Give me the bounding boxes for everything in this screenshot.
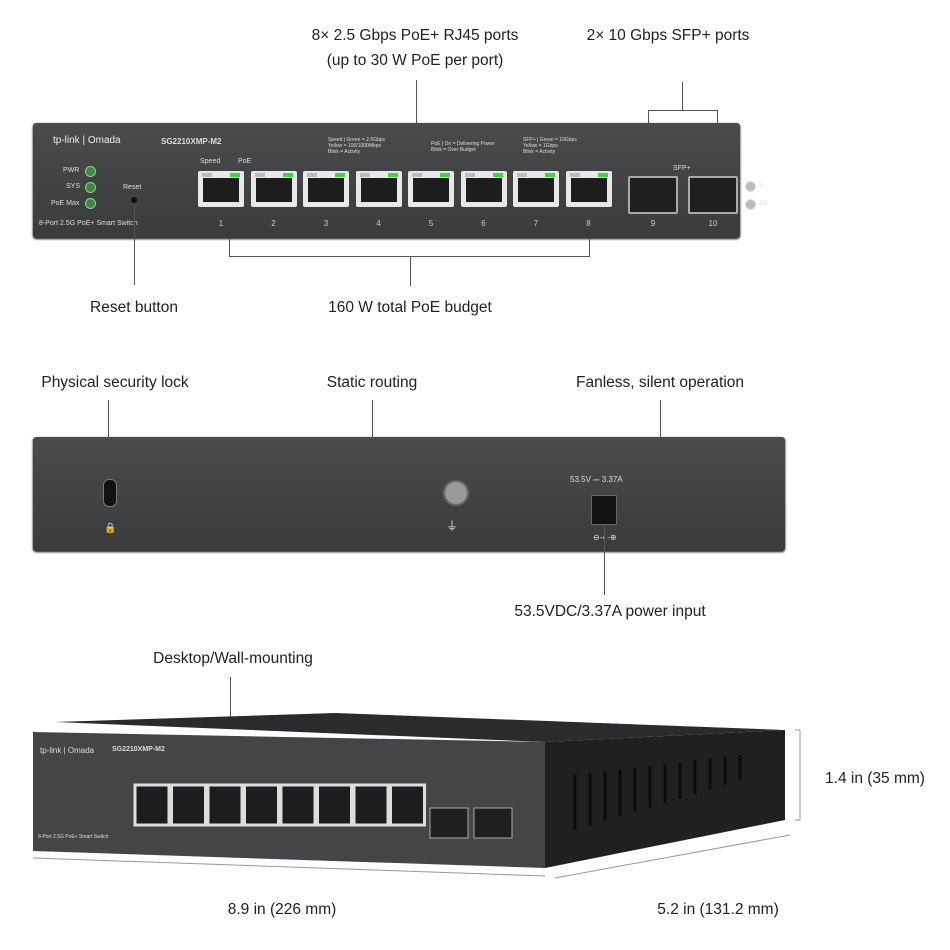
port-number: 4 — [376, 219, 381, 228]
speed-label: Speed — [200, 158, 221, 165]
width-dimension — [32, 857, 546, 877]
callout-width: 8.9 in (226 mm) — [227, 901, 337, 918]
rj45-port-1 — [133, 783, 171, 827]
port-number: 10 — [708, 219, 718, 228]
leader-line — [589, 238, 590, 256]
led-label: PWR — [63, 167, 80, 174]
rj45-port-2[interactable] — [250, 171, 297, 207]
callout-rj45-sub: (up to 30 W PoE per port) — [326, 52, 504, 69]
rj45-port-8[interactable] — [565, 171, 612, 207]
led-label: 10 — [759, 200, 767, 207]
leader-line — [416, 80, 417, 140]
depth-dimension — [554, 834, 791, 879]
led-label: SYS — [66, 183, 81, 190]
product-description: 8-Port 2.5G PoE+ Smart Switch — [38, 834, 109, 840]
leader-line — [108, 400, 109, 470]
rj45-port-6[interactable] — [460, 171, 507, 207]
sfp-port-10[interactable] — [688, 176, 738, 214]
leader-line — [230, 677, 231, 722]
leader-line — [229, 256, 590, 257]
reset-button[interactable] — [131, 197, 137, 203]
rj45-port-7 — [352, 783, 390, 827]
rj45-port-2 — [170, 783, 207, 827]
port-number: 2 — [271, 219, 276, 228]
pwr-led — [85, 166, 96, 177]
lock-icon: 🔒 — [104, 523, 117, 534]
ground-icon: ⏚ — [446, 519, 459, 533]
rj45-port-4[interactable] — [355, 171, 402, 207]
sfp-label: SFP+ — [673, 165, 691, 172]
callout-fanless: Fanless, silent operation — [575, 374, 745, 391]
front-panel: tp-link | Omada SG2210XMP-M2 PWR SYS PoE… — [33, 123, 767, 238]
callout-rj45: 8× 2.5 Gbps PoE+ RJ45 ports — [311, 27, 519, 44]
rj45-port-7[interactable] — [513, 171, 559, 207]
sfp-led-9 — [745, 181, 756, 192]
led-label: PoE Max — [51, 200, 80, 207]
rj45-port-8 — [389, 783, 426, 827]
rj45-port-4 — [243, 783, 280, 827]
callout-routing: Static routing — [326, 374, 418, 391]
port-number: 1 — [218, 219, 224, 228]
callout-power: 53.5VDC/3.37A power input — [514, 603, 706, 620]
rear-panel: 🔒 ⏚ 53.5V ⎓ 3.37A ⊖-◐-⊕ — [33, 437, 785, 551]
sys-led — [85, 182, 96, 193]
leader-line — [660, 400, 661, 438]
reset-label: Reset — [123, 184, 142, 191]
callout-mount: Desktop/Wall-mounting — [153, 650, 313, 667]
brand-logo: tp-link | Omada — [53, 135, 121, 146]
security-lock-slot[interactable] — [103, 479, 117, 507]
port-number: 3 — [323, 219, 329, 228]
port-number: 5 — [428, 219, 434, 228]
rj45-port-1[interactable] — [198, 171, 244, 207]
poe-max-led — [85, 198, 96, 209]
sfp-led-10 — [745, 199, 756, 210]
port-number: 9 — [650, 219, 656, 228]
leader-line — [229, 238, 230, 256]
sfp-port-10 — [473, 807, 513, 839]
leader-line — [682, 82, 683, 110]
power-rating: 53.5V ⎓ 3.37A — [570, 475, 623, 484]
leader-line — [134, 205, 135, 285]
model-name: SG2210XMP-M2 — [112, 746, 165, 753]
rj45-port-5 — [279, 783, 317, 827]
power-jack[interactable] — [591, 495, 617, 525]
device-top — [55, 713, 785, 742]
product-description: 8-Port 2.5G PoE+ Smart Switch — [39, 220, 138, 227]
leader-line — [604, 525, 605, 595]
poe-label: PoE — [238, 158, 252, 165]
callout-depth: 5.2 in (131.2 mm) — [657, 901, 779, 918]
callout-height: 1.4 in (35 mm) — [825, 770, 925, 787]
leader-line — [410, 256, 411, 286]
side-vents — [573, 755, 742, 830]
callout-sfp: 2× 10 Gbps SFP+ ports — [586, 27, 750, 44]
port-number: 6 — [481, 219, 486, 228]
perspective-ports — [133, 783, 426, 827]
port-number: 8 — [586, 219, 591, 228]
rj45-port-6 — [316, 783, 353, 827]
led-label: 9 — [759, 182, 763, 189]
sfp-port-9[interactable] — [628, 176, 678, 214]
leader-line — [648, 110, 718, 111]
port-number: 7 — [533, 219, 539, 228]
sfp-port-9 — [429, 807, 469, 839]
callout-lock: Physical security lock — [41, 374, 189, 391]
rj45-port-3 — [206, 783, 244, 827]
ground-screw — [443, 480, 469, 506]
rj45-port-3[interactable] — [303, 171, 349, 207]
callout-budget: 160 W total PoE budget — [328, 299, 492, 316]
rj45-port-5[interactable] — [408, 171, 454, 207]
model-name: SG2210XMP-M2 — [161, 137, 222, 146]
brand-logo: tp-link | Omada — [40, 746, 95, 755]
leader-line — [372, 400, 373, 438]
callout-reset: Reset button — [90, 299, 178, 316]
